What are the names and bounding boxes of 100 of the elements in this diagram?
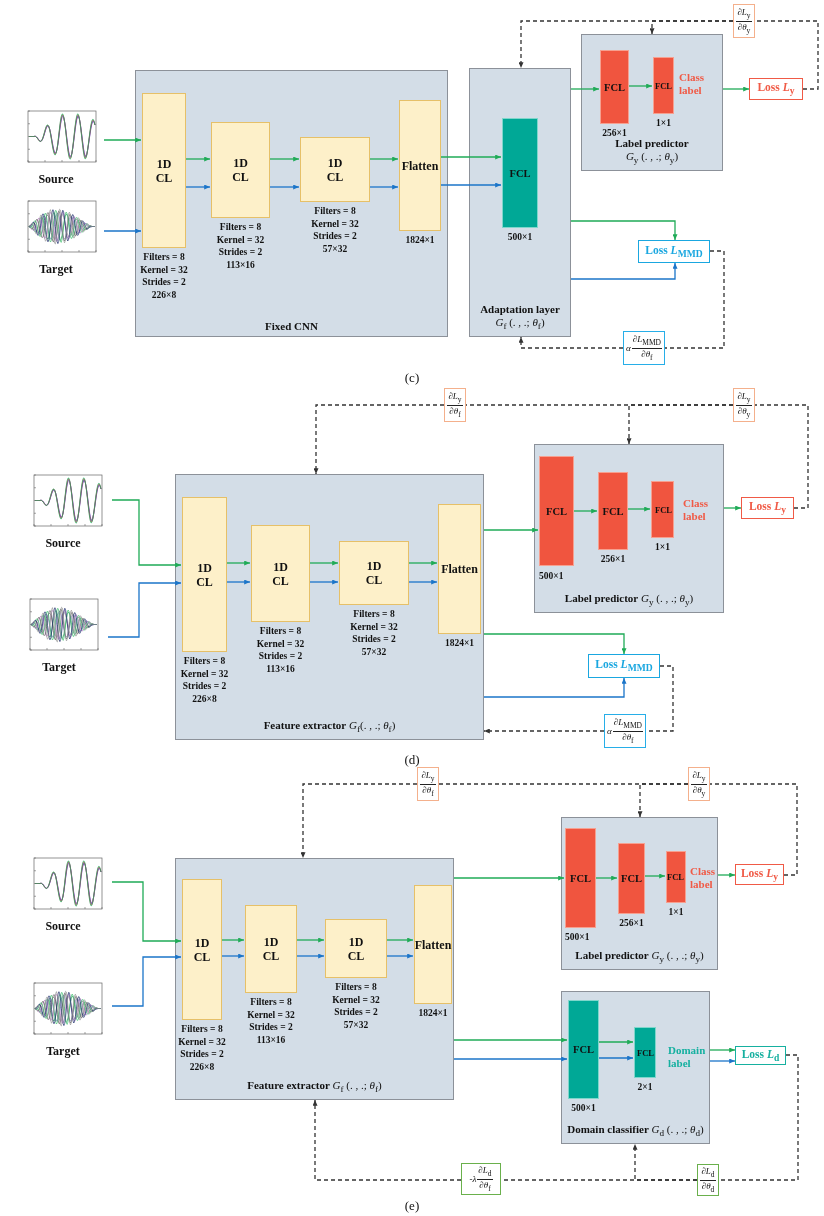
- arrow: [103, 137, 142, 143]
- arrow: [483, 527, 539, 533]
- arrow: [184, 184, 211, 190]
- layer-annotation: Class label: [683, 497, 709, 523]
- dense-layer-block: FCL: [651, 481, 674, 538]
- layer-annotation: Class label: [690, 865, 716, 891]
- loss-output: Loss L$_{y}$: [735, 864, 784, 885]
- loss-output: Loss L$_{y}$: [741, 497, 794, 519]
- layer-annotation: 226×8: [191, 692, 218, 705]
- layer-annotation: 500×1: [539, 570, 564, 583]
- arrow: [225, 579, 251, 585]
- layer-annotation: Strides = 2: [248, 1021, 294, 1034]
- layer-annotation: Kernel = 32: [179, 667, 230, 680]
- module-title: Feature extractor G$_{f}$ (. , .; θ$_{f}$): [246, 1078, 383, 1096]
- gradient-term: ∂L$_{y}$ ∂θ$_{y}$: [733, 388, 755, 422]
- layer-annotation: 1824×1: [417, 1007, 449, 1020]
- conv-layer-block: 1D CL: [182, 879, 222, 1020]
- layer-annotation: Domain label: [668, 1044, 706, 1070]
- arrow: [717, 872, 736, 878]
- arrow: [385, 953, 414, 959]
- module-title: Label predictor G$_{y}$ (. , .; θ$_{y}$): [574, 948, 705, 966]
- layer-annotation: Filters = 8: [334, 981, 378, 994]
- layer-annotation: Filters = 8: [218, 221, 263, 234]
- conv-layer-block: 1D CL: [325, 919, 387, 978]
- arrow: [111, 881, 182, 944]
- dense-layer-block: FCL: [565, 828, 596, 928]
- dense-layer-block: FCL: [600, 50, 629, 124]
- layer-annotation: 226×8: [150, 288, 178, 301]
- layer-annotation: 1×1: [667, 906, 685, 919]
- conv-layer-block: Flatten: [438, 504, 481, 634]
- module-panel: [561, 991, 710, 1144]
- dense-layer-block: FCL: [539, 456, 574, 566]
- connector-line: [465, 404, 734, 406]
- module-title: G$_{y}$ (. , .; θ$_{y}$): [624, 149, 680, 167]
- layer-annotation: 113×16: [255, 1033, 287, 1046]
- arrow: [220, 953, 245, 959]
- arrow: [368, 184, 399, 190]
- layer-annotation: Strides = 2: [181, 680, 228, 693]
- layer-annotation: Kernel = 32: [215, 233, 266, 246]
- layer-annotation: Filters = 8: [249, 996, 293, 1009]
- arrow: [453, 1056, 568, 1062]
- arrow: [709, 1058, 736, 1064]
- plot-caption: Source: [44, 536, 82, 550]
- layer-annotation: Kernel = 32: [331, 993, 381, 1006]
- arrow: [643, 873, 666, 879]
- dashed-arrow: [300, 783, 418, 859]
- dashed-arrow: [312, 1099, 462, 1181]
- layer-annotation: Strides = 2: [333, 1006, 379, 1019]
- arrow: [594, 875, 618, 881]
- layer-annotation: 57×32: [321, 242, 349, 255]
- dashed-arrow: [483, 728, 605, 734]
- layer-annotation: Filters = 8: [352, 608, 396, 621]
- layer-annotation: Strides = 2: [312, 230, 358, 243]
- dashed-arrow: [313, 404, 445, 475]
- layer-annotation: Class label: [679, 71, 705, 97]
- layer-annotation: 500×1: [565, 931, 590, 944]
- loss-output: Loss L$_{d}$: [735, 1046, 786, 1065]
- layer-annotation: 1×1: [654, 541, 671, 554]
- arrow: [225, 560, 251, 566]
- conv-layer-block: Flatten: [414, 885, 452, 1004]
- module-title: G$_{f}$ (. , .; θ$_{f}$): [494, 315, 546, 333]
- arrow: [407, 560, 438, 566]
- arrow: [483, 633, 627, 655]
- conv-layer-block: 1D CL: [339, 541, 409, 605]
- dense-layer-block: FCL: [502, 118, 538, 228]
- arrow: [111, 499, 182, 568]
- layer-annotation: 57×32: [342, 1018, 370, 1031]
- arrow: [368, 156, 399, 162]
- conv-layer-block: 1D CL: [245, 905, 297, 993]
- connector-line: [709, 783, 798, 876]
- loss-output: Loss L$_{MMD}$: [638, 240, 710, 263]
- layer-annotation: 226×8: [188, 1060, 216, 1073]
- layer-annotation: 1824×1: [443, 637, 476, 650]
- arrow: [597, 1039, 634, 1045]
- layer-annotation: 1×1: [655, 117, 672, 130]
- layer-annotation: Kernel = 32: [310, 217, 360, 230]
- layer-annotation: Strides = 2: [179, 1048, 225, 1061]
- loss-output: Loss L$_{MMD}$: [588, 654, 660, 678]
- layer-annotation: Strides = 2: [351, 633, 397, 646]
- dense-layer-block: FCL: [653, 57, 674, 114]
- layer-annotation: 113×16: [225, 258, 256, 271]
- panel-label: (e): [403, 1198, 421, 1214]
- arrow: [407, 579, 438, 585]
- arrow: [295, 953, 325, 959]
- module-panel: [175, 858, 454, 1100]
- gradient-term: ∂L$_{y}$ ∂θ$_{f}$: [417, 767, 439, 801]
- connector-line: [664, 250, 725, 349]
- arrow: [627, 83, 653, 89]
- gradient-term: ∂L$_{y}$ ∂θ$_{f}$: [444, 388, 466, 422]
- layer-annotation: Filters = 8: [180, 1023, 224, 1036]
- connector-line: [754, 20, 819, 90]
- connector-line: [718, 1054, 799, 1181]
- arrow: [453, 875, 565, 881]
- arrow: [268, 156, 300, 162]
- layer-annotation: Filters = 8: [313, 205, 357, 218]
- conv-layer-block: Flatten: [399, 100, 441, 231]
- connector-line: [438, 783, 689, 785]
- arrow: [570, 262, 678, 280]
- layer-annotation: 256×1: [618, 917, 645, 930]
- module-title: Feature extractor G$_{f}$(. , .; θ$_{f}$): [262, 718, 397, 736]
